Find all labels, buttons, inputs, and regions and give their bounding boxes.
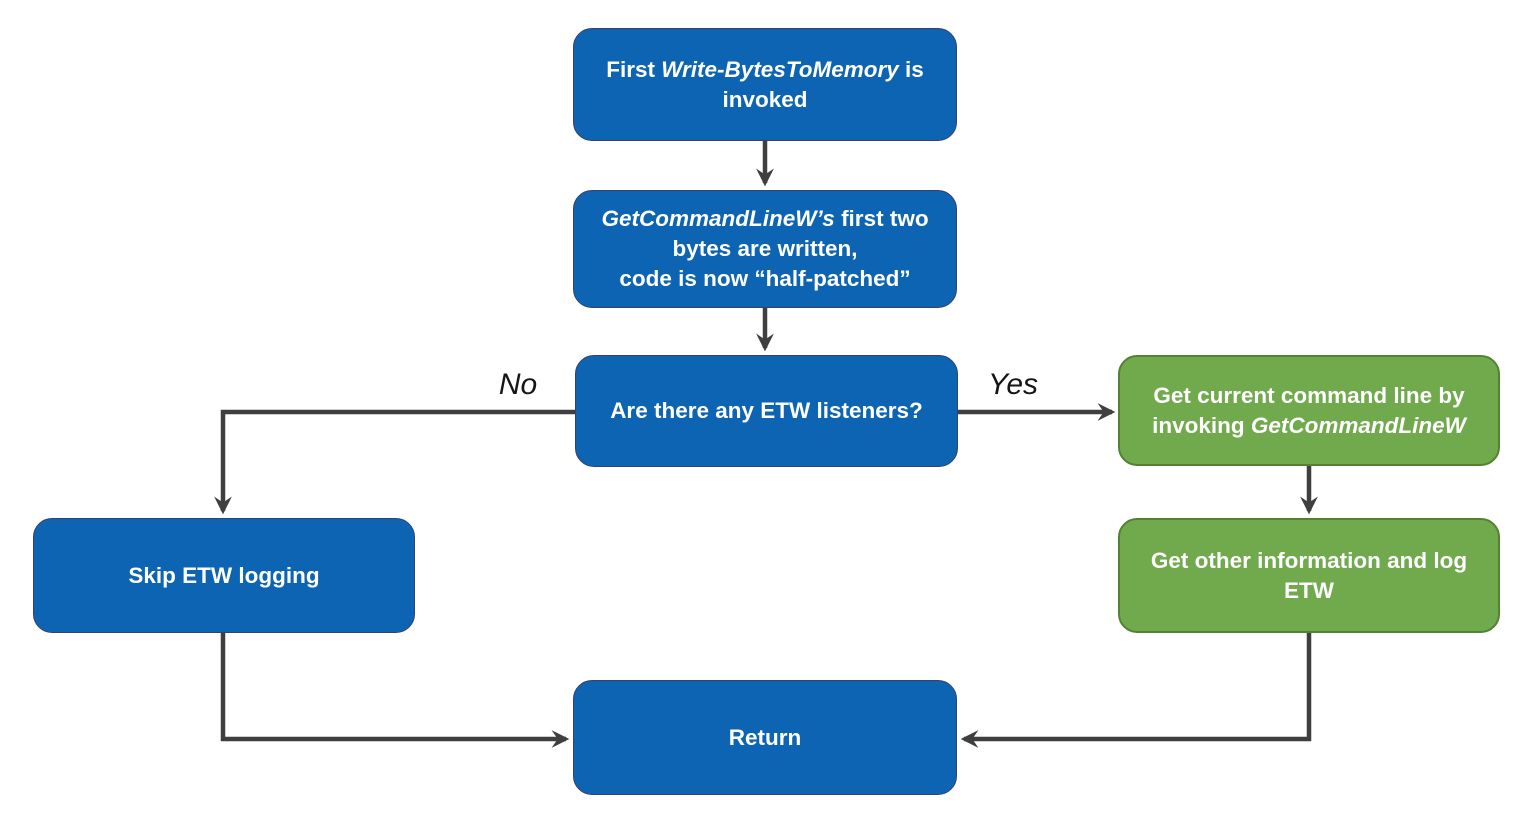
- node-label: Skip ETW logging: [128, 561, 319, 591]
- label-segment: Get other information and log: [1150, 547, 1468, 573]
- label-segment: Get current command line by: [1153, 382, 1465, 408]
- node-log-etw: Get other information and log ETW: [1118, 518, 1500, 633]
- label-segment: ETW: [1284, 577, 1334, 603]
- node-skip-etw-logging: Skip ETW logging: [33, 518, 415, 633]
- node-invoke-write-bytes: First Write-BytesToMemory is invoked: [573, 28, 957, 141]
- label-segment-italic: Write-BytesToMemory: [661, 56, 899, 82]
- label-segment-italic: GetCommandLineW: [1250, 412, 1466, 438]
- connector-skip-to-return: [220, 632, 570, 748]
- label-segment: First: [606, 56, 662, 82]
- label-segment: Return: [728, 724, 802, 750]
- edge-label-yes: Yes: [987, 368, 1039, 401]
- node-get-command-line: Get current command line by invoking Get…: [1118, 355, 1500, 466]
- label-segment: invoked: [722, 86, 808, 112]
- label-segment: code is now “half-patched”: [619, 265, 911, 291]
- node-label: First Write-BytesToMemory is invoked: [606, 55, 924, 114]
- edge-label-no: No: [498, 368, 538, 401]
- label-segment: is: [898, 56, 924, 82]
- connector-logetw-to-return: [960, 632, 1312, 748]
- label-segment: Are there any ETW listeners?: [610, 398, 923, 424]
- label-segment-italic: GetCommandLineW’s: [601, 206, 835, 232]
- label-segment: Skip ETW logging: [128, 562, 320, 588]
- node-label: Get current command line by invoking Get…: [1152, 381, 1466, 440]
- label-segment: bytes are written,: [672, 236, 858, 262]
- node-half-patched: GetCommandLineW’s first two bytes are wr…: [573, 190, 957, 308]
- node-label: GetCommandLineW’s first two bytes are wr…: [601, 204, 928, 293]
- connector-decision-no-to-skip: [214, 409, 575, 515]
- label-segment: first two: [834, 206, 929, 232]
- node-label: Are there any ETW listeners?: [610, 396, 923, 426]
- node-label: Return: [729, 723, 802, 753]
- node-label: Get other information and log ETW: [1151, 546, 1467, 605]
- node-decision-etw-listeners: Are there any ETW listeners?: [575, 355, 958, 467]
- label-segment: invoking: [1152, 412, 1251, 438]
- node-return: Return: [573, 680, 957, 795]
